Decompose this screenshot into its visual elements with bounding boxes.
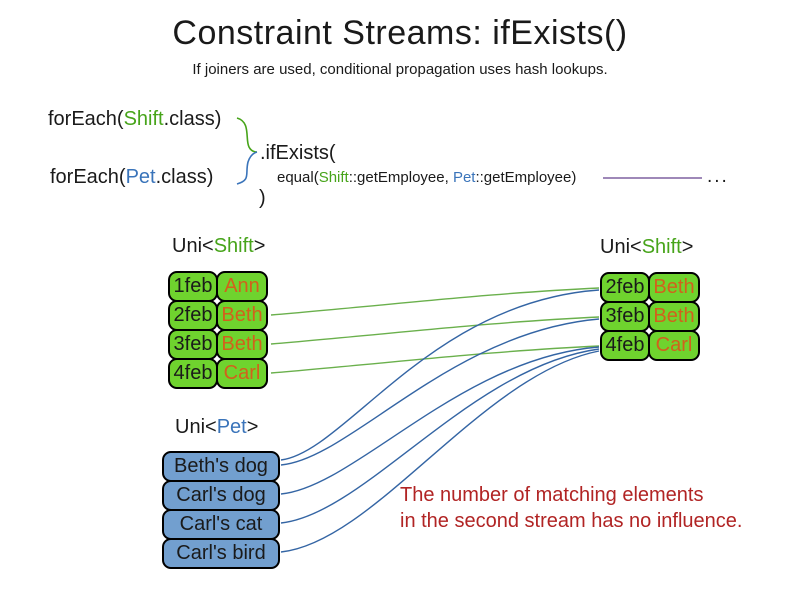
label-text: >: [246, 416, 259, 438]
shift-employee-cell: Carl: [216, 358, 268, 389]
table-row: 3feb Beth: [600, 301, 700, 332]
code-ellipsis: ...: [707, 166, 729, 187]
label-text: >: [681, 236, 694, 258]
table-row: 4feb Carl: [600, 330, 700, 361]
code-equal-joiner: equal(Shift::getEmployee, Pet::getEmploy…: [277, 169, 576, 186]
label-text: Uni<: [172, 235, 214, 257]
shift-date-cell: 3feb: [600, 301, 650, 332]
table-row: 4feb Carl: [168, 358, 268, 389]
shift-employee-cell: Beth: [216, 329, 268, 360]
match-line-carls-bird-4feb: [280, 350, 600, 553]
match-line-carls-dog-4feb: [280, 346, 600, 495]
code-ifexists: .ifExists(: [260, 142, 336, 164]
shift-employee-cell: Beth: [216, 300, 268, 331]
shift-date-cell: 1feb: [168, 271, 218, 302]
label-text: Uni<: [600, 236, 642, 258]
influence-note: The number of matching elements in the s…: [400, 482, 742, 534]
slide-subtitle: If joiners are used, conditional propaga…: [192, 61, 608, 78]
label-shift-type: Shift: [213, 235, 254, 257]
match-line-beths-dog-2feb: [280, 289, 600, 461]
code-close-paren: ): [259, 187, 266, 209]
table-row: 1feb Ann: [168, 271, 268, 302]
match-line-2feb: [270, 287, 600, 316]
pet-list: Beth's dog Carl's dog Carl's cat Carl's …: [162, 451, 280, 569]
code-foreach-pet: forEach(Pet.class): [50, 166, 213, 189]
code-text: forEach(: [50, 166, 126, 188]
match-line-3feb: [270, 316, 600, 345]
shift-date-cell: 2feb: [168, 300, 218, 331]
code-shift-ref: Shift: [318, 169, 349, 186]
code-text: forEach(: [48, 108, 124, 130]
table-row: 2feb Beth: [600, 272, 700, 303]
code-pet-class: Pet: [125, 166, 156, 188]
shift-employee-cell: Beth: [648, 272, 700, 303]
label-text: Uni<: [175, 416, 217, 438]
note-line: in the second stream has no influence.: [400, 510, 743, 532]
note-line: The number of matching elements: [400, 484, 704, 506]
table-row: 3feb Beth: [168, 329, 268, 360]
match-line-beths-dog-3feb: [280, 318, 600, 466]
label-shift-type: Shift: [641, 236, 682, 258]
slide-title: Constraint Streams: ifExists(): [172, 14, 628, 52]
label-text: >: [253, 235, 266, 257]
left-shift-table: 1feb Ann 2feb Beth 3feb Beth 4feb Carl: [168, 271, 268, 389]
code-text: equal(: [277, 169, 319, 186]
shift-date-cell: 4feb: [168, 358, 218, 389]
code-text: ::getEmployee,: [348, 169, 453, 186]
code-text: .class): [163, 108, 222, 130]
right-shift-table-label: Uni<Shift>: [600, 236, 693, 259]
shift-date-cell: 4feb: [600, 330, 650, 361]
table-row: 2feb Beth: [168, 300, 268, 331]
shift-date-cell: 3feb: [168, 329, 218, 360]
code-text: .class): [155, 166, 214, 188]
match-line-4feb: [270, 345, 600, 374]
shift-employee-cell: Ann: [216, 271, 268, 302]
code-shift-class: Shift: [123, 108, 164, 130]
code-pet-ref: Pet: [452, 169, 476, 186]
code-text: ::getEmployee): [475, 169, 577, 186]
pet-cell: Carl's dog: [162, 480, 280, 511]
shift-employee-cell: Carl: [648, 330, 700, 361]
left-shift-table-label: Uni<Shift>: [172, 235, 265, 258]
pet-cell: Carl's bird: [162, 538, 280, 569]
right-shift-table: 2feb Beth 3feb Beth 4feb Carl: [600, 272, 700, 361]
pet-cell: Carl's cat: [162, 509, 280, 540]
match-line-carls-cat-4feb: [280, 348, 600, 524]
code-foreach-shift: forEach(Shift.class): [48, 108, 221, 131]
pet-list-label: Uni<Pet>: [175, 416, 258, 439]
shift-employee-cell: Beth: [648, 301, 700, 332]
pet-cell: Beth's dog: [162, 451, 280, 482]
brace-shift-curve: [236, 117, 258, 153]
label-pet-type: Pet: [216, 416, 247, 438]
brace-pet-curve: [236, 151, 258, 185]
shift-date-cell: 2feb: [600, 272, 650, 303]
